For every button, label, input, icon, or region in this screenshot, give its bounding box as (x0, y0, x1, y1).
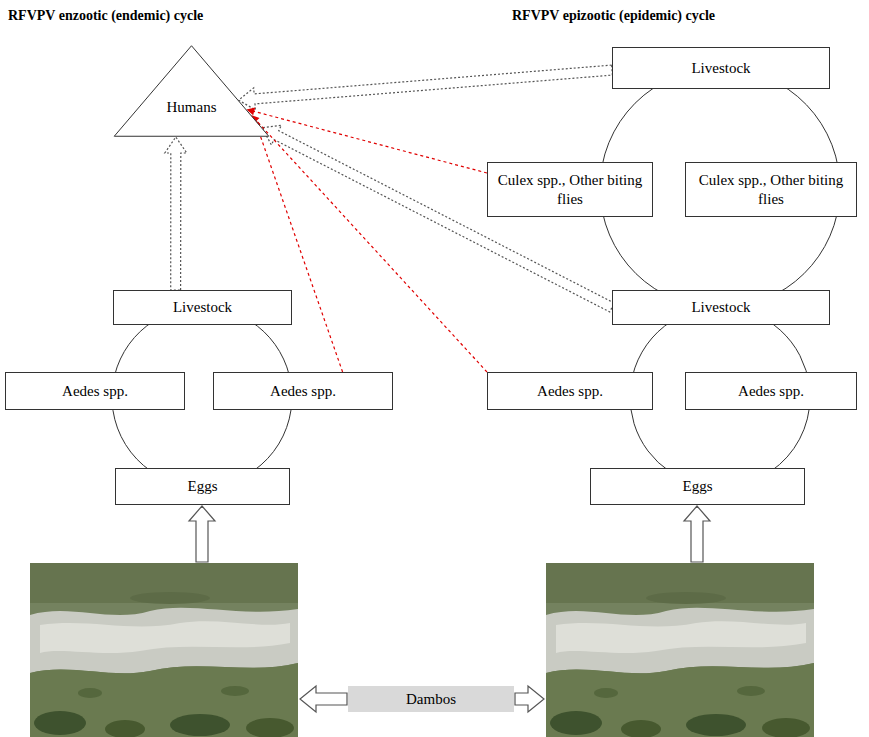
node-label: Aedes spp. (738, 382, 804, 401)
node-label: Humans (113, 98, 270, 117)
host-box: Livestock (113, 290, 292, 325)
node-label: Aedes spp. (537, 382, 603, 401)
triangle-outline (113, 45, 270, 137)
connector (165, 137, 187, 290)
node-label: Livestock (691, 298, 750, 317)
vector-box: Aedes spp. (5, 372, 185, 410)
cycle-heading: RFVPV enzootic (endemic) cycle (8, 8, 203, 24)
node-label: Livestock (173, 298, 232, 317)
transmission-line (255, 119, 487, 372)
humans-triangle: Humans (113, 45, 270, 137)
hollow-arrow (300, 686, 347, 712)
node-label: Eggs (683, 477, 713, 496)
host-box: Livestock (612, 47, 830, 89)
vector-box: Culex spp., Other biting flies (487, 162, 653, 217)
triangle-shape (114, 46, 268, 137)
hollow-arrow (189, 506, 215, 562)
connector (262, 125, 614, 312)
hollow-arrow (262, 125, 614, 312)
node-label: Culex spp., Other biting flies (694, 171, 848, 209)
connector (251, 115, 487, 372)
hollow-arrow (165, 137, 187, 290)
node-label: Aedes spp. (270, 382, 336, 401)
cycle-heading: RFVPV epizootic (epidemic) cycle (512, 8, 715, 24)
node-label: Eggs (188, 477, 218, 496)
node-label: Livestock (691, 59, 750, 78)
vector-box: Culex spp., Other biting flies (685, 162, 857, 217)
dambo-photo (546, 563, 814, 737)
habitat-box: Dambos (348, 686, 514, 712)
hollow-arrow (684, 506, 710, 562)
connector (239, 65, 613, 110)
dambo-photo (30, 563, 298, 737)
vector-box: Aedes spp. (487, 372, 653, 410)
transmission-line (256, 124, 342, 372)
node-label: Dambos (406, 690, 456, 709)
hollow-arrow (515, 686, 544, 712)
vector-box: Aedes spp. (213, 372, 393, 410)
node-label: Aedes spp. (62, 382, 128, 401)
egg-box: Eggs (590, 468, 805, 505)
node-label: Culex spp., Other biting flies (496, 171, 644, 209)
vector-box: Aedes spp. (685, 372, 857, 410)
hollow-arrow (239, 65, 613, 110)
host-box: Livestock (612, 290, 830, 325)
egg-box: Eggs (115, 468, 290, 505)
